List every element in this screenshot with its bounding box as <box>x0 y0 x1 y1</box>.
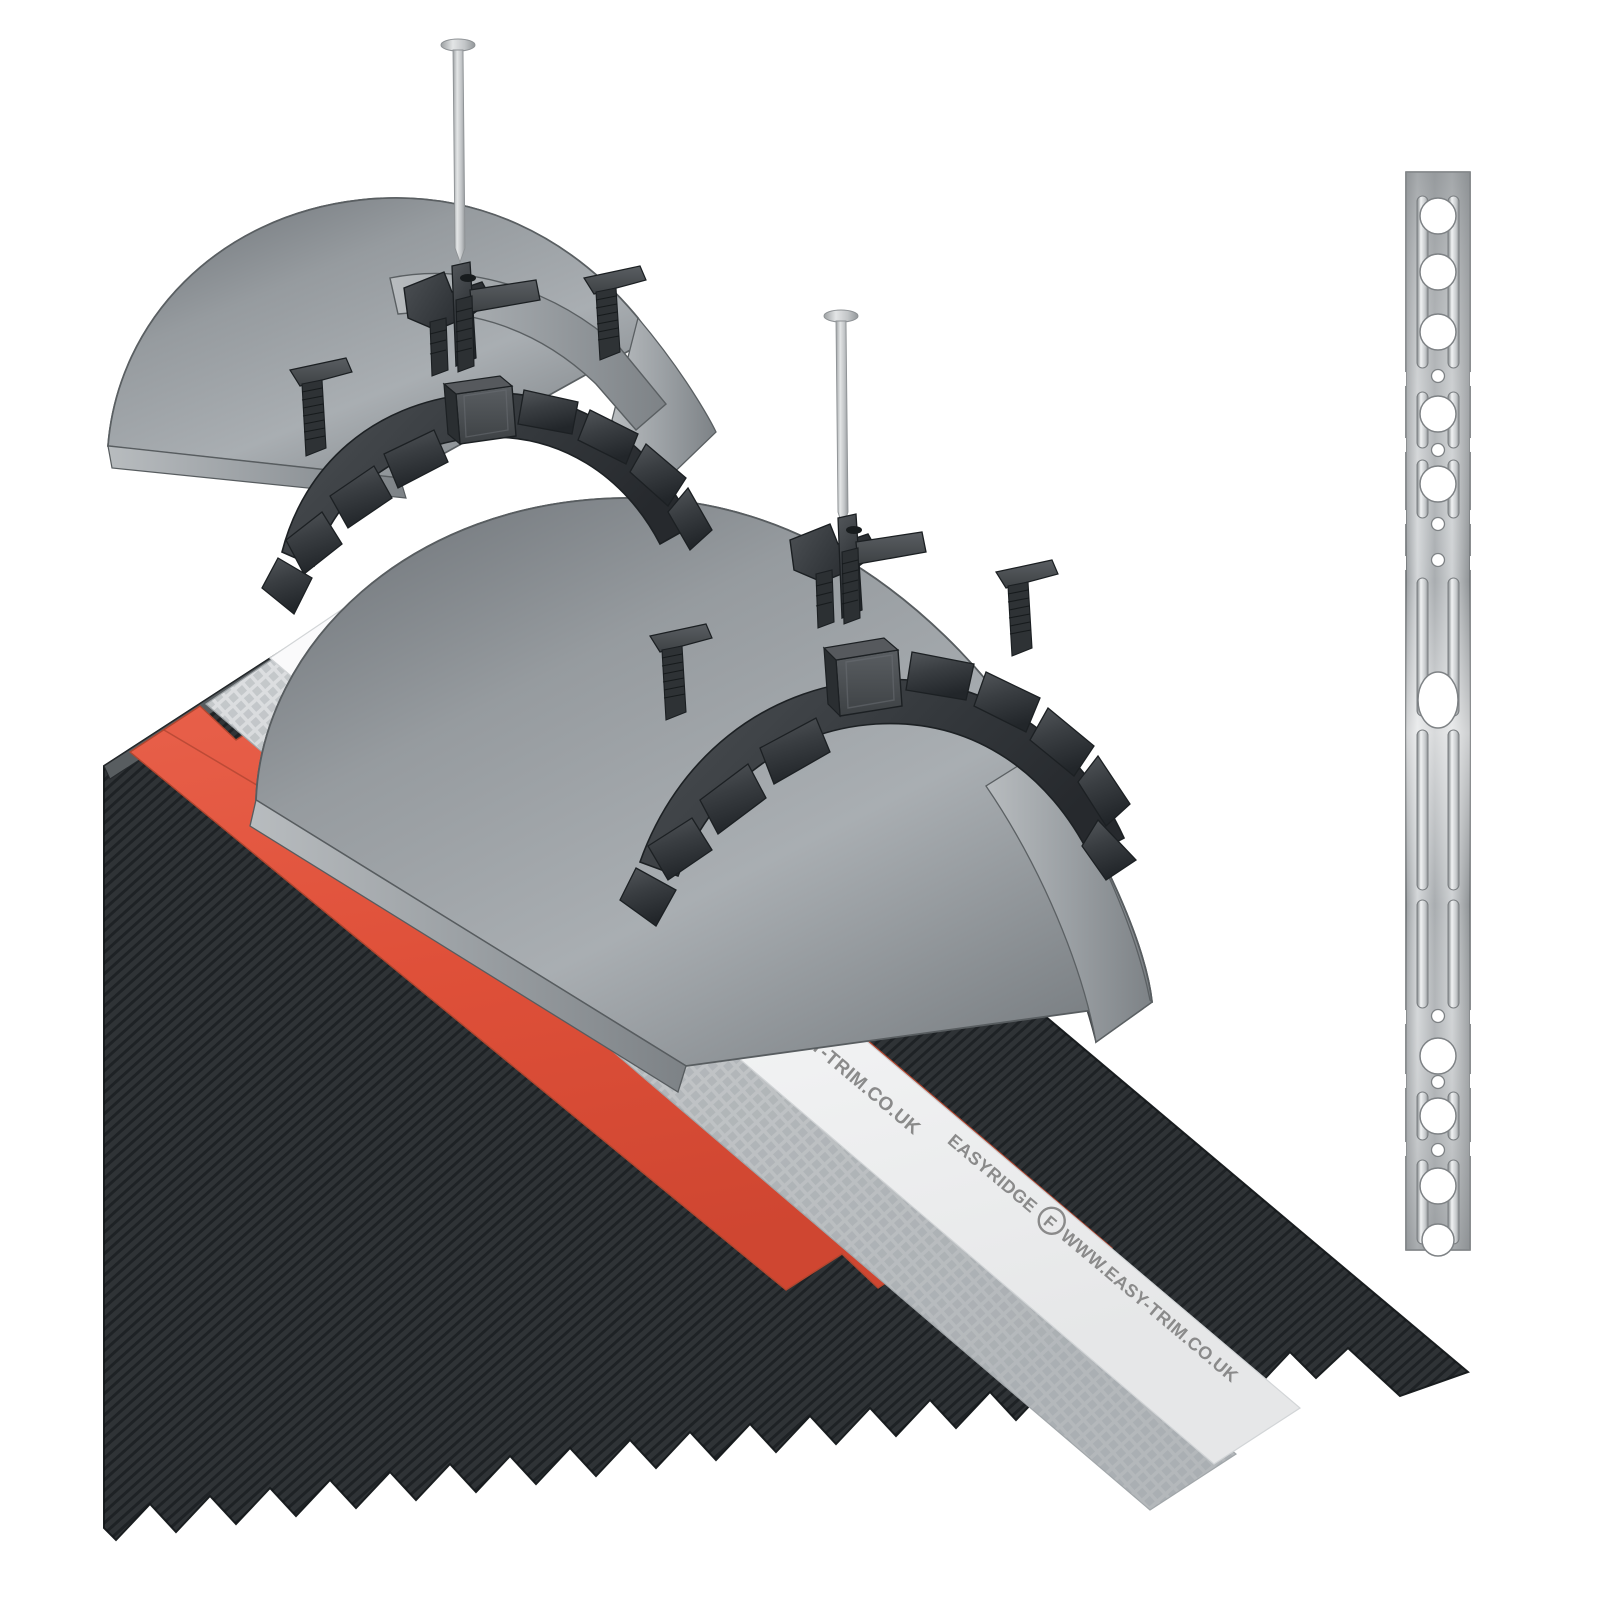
nail-upper <box>440 38 476 264</box>
screw-4 <box>995 559 1059 657</box>
nail-upper-head <box>440 38 476 52</box>
clip-upper-hole <box>460 274 476 282</box>
clip-upper-short-leg <box>429 317 449 377</box>
screw-1-threads <box>301 387 326 441</box>
clip-lower-short-leg <box>815 569 835 629</box>
strap-small-holes <box>1430 368 1446 1158</box>
ridge-roll-lower-union-block <box>822 637 903 718</box>
screw-2-shank <box>595 287 621 361</box>
screw-2-threads <box>595 295 620 341</box>
nail-lower-head <box>823 309 859 323</box>
screw-3-threads <box>661 653 686 699</box>
ridge-tile-lower-left-lip <box>249 798 687 1093</box>
screw-1 <box>289 357 353 457</box>
screw-4-threads <box>1007 589 1032 635</box>
strap-edge-notches <box>1399 372 1477 1156</box>
clip-lower-barbed-leg <box>841 547 861 625</box>
ridge-roll-upper <box>261 375 713 616</box>
screw-1-head <box>289 357 353 387</box>
ridge-roll-upper-union-block <box>442 375 517 446</box>
ridge-roll-lower-left-tail <box>619 867 677 927</box>
screw-3-head <box>649 623 713 653</box>
ridge-clip-upper <box>403 261 541 377</box>
nail-lower-shank <box>835 320 849 530</box>
clip-lower-hole <box>846 526 862 534</box>
ridge-roll-lower <box>619 637 1138 927</box>
strap-large-holes <box>1417 197 1459 1257</box>
nail-upper-shank <box>452 49 466 264</box>
perforated-strap <box>1399 171 1477 1257</box>
ridge-clip-lower <box>789 513 927 629</box>
ridge-roll-lower-segments <box>647 637 1138 881</box>
clip-upper-barbed-leg <box>455 295 475 373</box>
screw-4-head <box>995 559 1059 589</box>
screw-2-head <box>583 265 647 295</box>
ridge-roll-upper-segments <box>285 375 713 575</box>
ridge-roll-upper-left-tail <box>261 557 313 616</box>
screw-3 <box>649 623 713 721</box>
screw-2 <box>583 265 647 361</box>
nail-lower <box>823 309 859 530</box>
